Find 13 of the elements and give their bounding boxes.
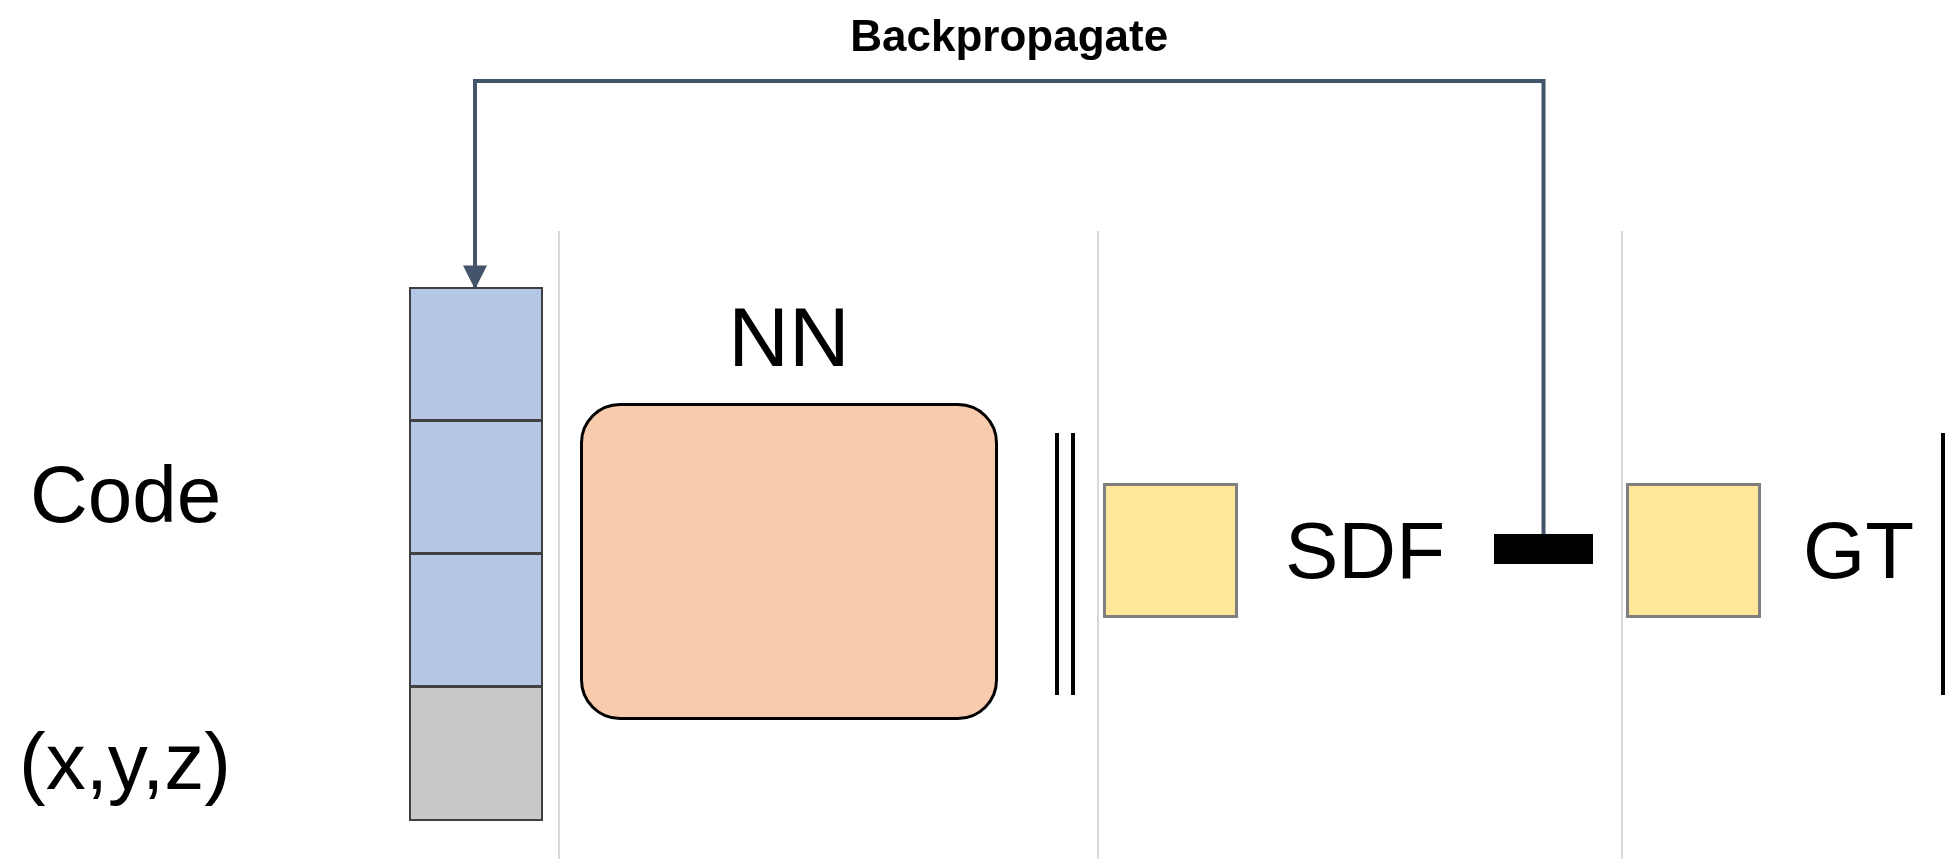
target-square: [1626, 483, 1761, 618]
vector-cell: [409, 553, 543, 687]
box-heading: NN: [727, 295, 851, 379]
vector-cell: [409, 287, 543, 421]
vector-cell: [409, 420, 543, 554]
edge-label: Backpropagate: [849, 14, 1170, 58]
minus-sign: [1494, 534, 1593, 564]
node-label: SDF: [1285, 510, 1445, 591]
vector-cell: [409, 686, 543, 821]
feedback-arrow: [463, 79, 1546, 534]
output-square: [1103, 483, 1238, 618]
node-label: GT: [1803, 510, 1915, 591]
input-label: Code: [30, 455, 222, 535]
